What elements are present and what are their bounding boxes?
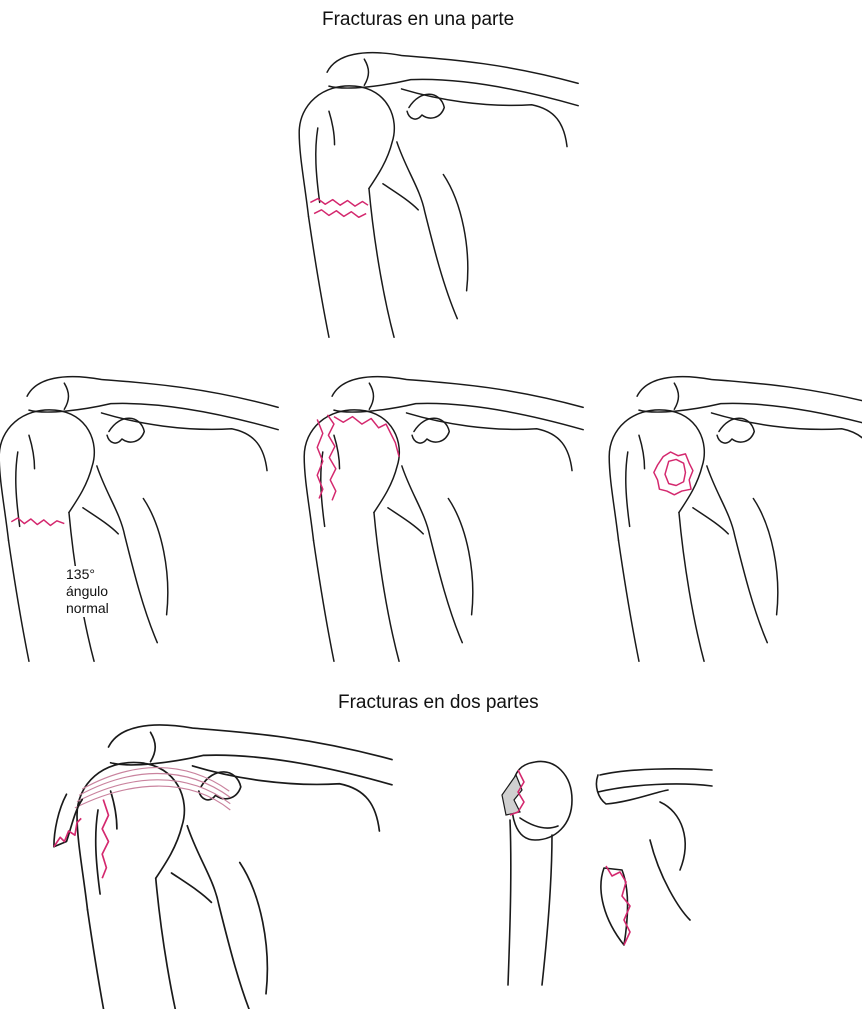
angle-word: ángulo: [66, 583, 109, 600]
fracture-line: [334, 417, 399, 457]
fracture-line: [314, 210, 366, 217]
diagram-head-impression: [609, 377, 862, 662]
fracture-line: [327, 415, 335, 501]
diagram-anatomical-neck: [304, 377, 583, 662]
angle-annotation: 135° ángulo normal: [66, 566, 109, 617]
fracture-line: [317, 419, 323, 498]
diagram-isolated-fragment: [502, 761, 712, 985]
diagram-one-part-surgical-neck: [299, 53, 578, 338]
angle-value: 135°: [66, 566, 109, 583]
fracture-ring-inner: [665, 459, 685, 485]
fracture-line: [102, 800, 108, 879]
angle-qualifier: normal: [66, 600, 109, 617]
fracture-ring: [654, 452, 693, 495]
diagram-surgical-neck-angle: [0, 377, 278, 662]
diagram-greater-tuberosity-displaced: [54, 725, 392, 1009]
